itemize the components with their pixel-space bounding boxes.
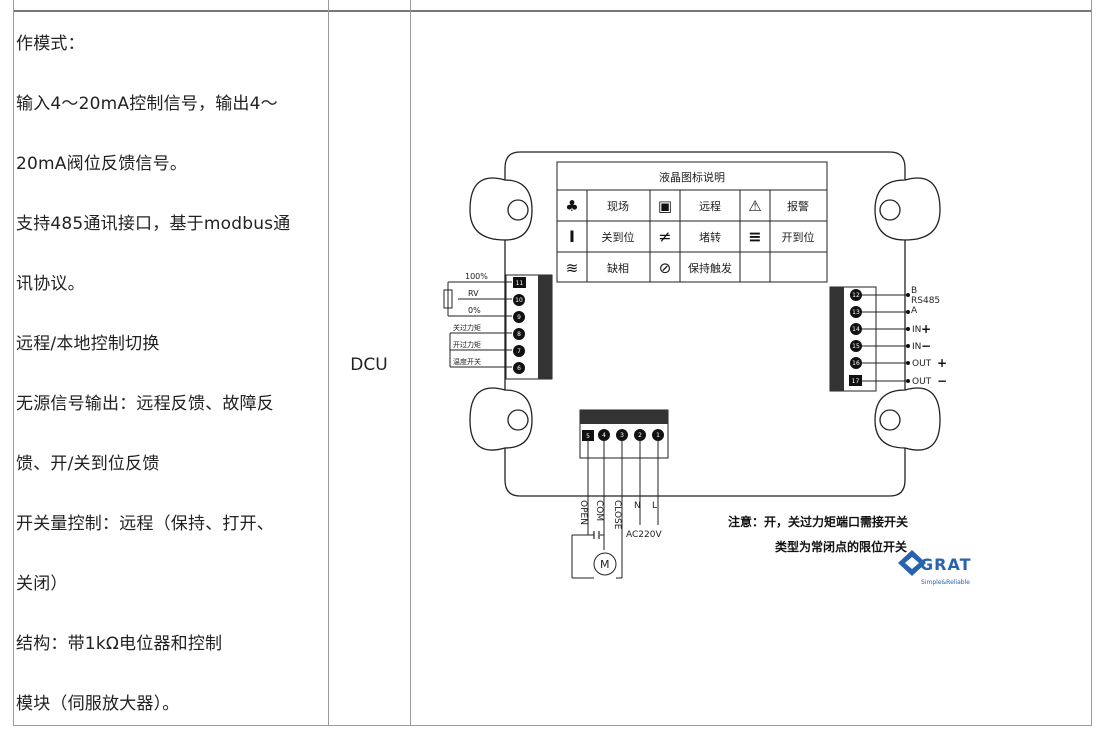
description-line: 关闭） — [16, 574, 68, 594]
column-divider — [328, 0, 329, 725]
description-line: 讯协议。 — [16, 274, 85, 294]
description-line: 远程/本地控制切换 — [16, 334, 160, 354]
terminal-number: 7 — [517, 348, 521, 355]
legend-label: 开到位 — [782, 230, 815, 244]
legend-label: 远程 — [699, 200, 721, 213]
description-line: 支持485通讯接口，基于modbus通 — [16, 214, 291, 234]
label-b: B — [911, 286, 917, 296]
phase-loss-icon: ≋ — [566, 259, 579, 277]
brand-tagline: Simple&Reliable — [921, 579, 970, 586]
legend-label: 报警 — [787, 199, 809, 213]
note-line-1: 注意：开，关过力矩端口需接开关 — [728, 514, 908, 529]
local-icon: ♣ — [565, 197, 578, 215]
close-limit-icon: I — [569, 227, 575, 246]
wiring-diagram: 液晶图标说明 ♣ ▣ ⚠ I ≠ ≡ ≋ ⊘ 现场 远程 报警 关到位 堵转 开… — [443, 151, 972, 586]
model-cell: DCU — [350, 355, 388, 375]
description-line: 结构：带1kΩ电位器和控制 — [16, 634, 223, 654]
label-com: COM — [594, 500, 604, 521]
label-out-minus: OUT — [912, 377, 932, 387]
hold-icon: ⊘ — [659, 259, 672, 277]
left-terminal-block — [505, 274, 553, 380]
plus-sign: + — [921, 322, 931, 336]
spec-table: 作模式： 输入4～20mA控制信号，输出4～ 20mA阀位反馈信号。 支持485… — [13, 0, 1092, 726]
label-rs485: RS485 — [911, 296, 940, 306]
label-in-minus: IN — [912, 342, 921, 352]
terminal-number: 14 — [852, 326, 860, 333]
label-open-torque: 开过力矩 — [453, 340, 481, 349]
description-line: 开关量控制：远程（保持、打开、 — [16, 514, 274, 534]
remote-icon: ▣ — [658, 197, 672, 215]
minus-sign: − — [921, 339, 931, 353]
note-line-2: 类型为常闭点的限位开关 — [775, 539, 907, 554]
lcd-legend — [556, 161, 828, 283]
terminal-number: 11 — [516, 280, 524, 287]
terminal-number: 1 — [656, 432, 660, 439]
label-l: L — [652, 501, 657, 511]
label-rv: RV — [468, 289, 479, 298]
alarm-icon: ⚠ — [748, 197, 761, 215]
label-a: A — [911, 306, 918, 316]
terminal-number: 3 — [620, 432, 624, 439]
label-ac220v: AC220V — [626, 530, 662, 540]
description-line: 作模式： — [16, 34, 85, 54]
description-line: 无源信号输出：远程反馈、故障反 — [16, 394, 274, 414]
motor-symbol: M — [600, 558, 610, 571]
description-line: 20mA阀位反馈信号。 — [16, 154, 188, 174]
legend-title: 液晶图标说明 — [659, 170, 725, 184]
terminal-number: 9 — [517, 314, 521, 321]
terminal-number: 2 — [638, 432, 642, 439]
stall-icon: ≠ — [658, 227, 671, 246]
label-temp-switch: 温度开关 — [453, 357, 481, 366]
label-close-torque: 关过力矩 — [453, 323, 481, 332]
open-limit-icon: ≡ — [748, 227, 761, 246]
legend-label: 保持触发 — [688, 261, 732, 275]
label-0: 0% — [468, 306, 481, 315]
description-cell: 作模式： 输入4～20mA控制信号，输出4～ 20mA阀位反馈信号。 支持485… — [16, 14, 326, 734]
label-100: 100% — [465, 272, 488, 281]
brand-logo: GRAT Simple&Reliable — [898, 550, 972, 586]
terminal-number: 15 — [852, 343, 860, 350]
legend-label: 现场 — [607, 199, 629, 213]
legend-label: 堵转 — [699, 230, 721, 244]
terminal-number: 8 — [517, 331, 521, 338]
column-divider — [410, 0, 411, 725]
legend-label: 缺相 — [607, 261, 629, 275]
terminal-number: 13 — [852, 309, 860, 316]
label-open: OPEN — [578, 500, 588, 525]
terminal-number: 16 — [852, 360, 860, 367]
terminal-number: 10 — [515, 297, 523, 304]
minus-sign: − — [937, 374, 947, 388]
description-line: 模块（伺服放大器）。 — [16, 694, 180, 714]
legend-label: 关到位 — [602, 230, 635, 244]
previous-row-border — [14, 0, 1091, 12]
description-line: 馈、开/关到位反馈 — [16, 454, 160, 474]
label-n: N — [634, 501, 641, 511]
terminal-number: 6 — [517, 365, 521, 372]
terminal-number: 12 — [852, 292, 860, 299]
plus-sign: + — [937, 356, 947, 370]
label-close: CLOSE — [612, 500, 622, 530]
terminal-number: 5 — [586, 433, 590, 440]
label-in-plus: IN — [912, 325, 921, 335]
label-out-plus: OUT — [912, 359, 932, 369]
description-line: 输入4～20mA控制信号，输出4～ — [16, 94, 278, 114]
terminal-number: 17 — [852, 378, 860, 385]
brand-name: GRAT — [920, 555, 972, 574]
terminal-number: 4 — [602, 432, 606, 439]
right-terminal-block — [829, 286, 877, 392]
